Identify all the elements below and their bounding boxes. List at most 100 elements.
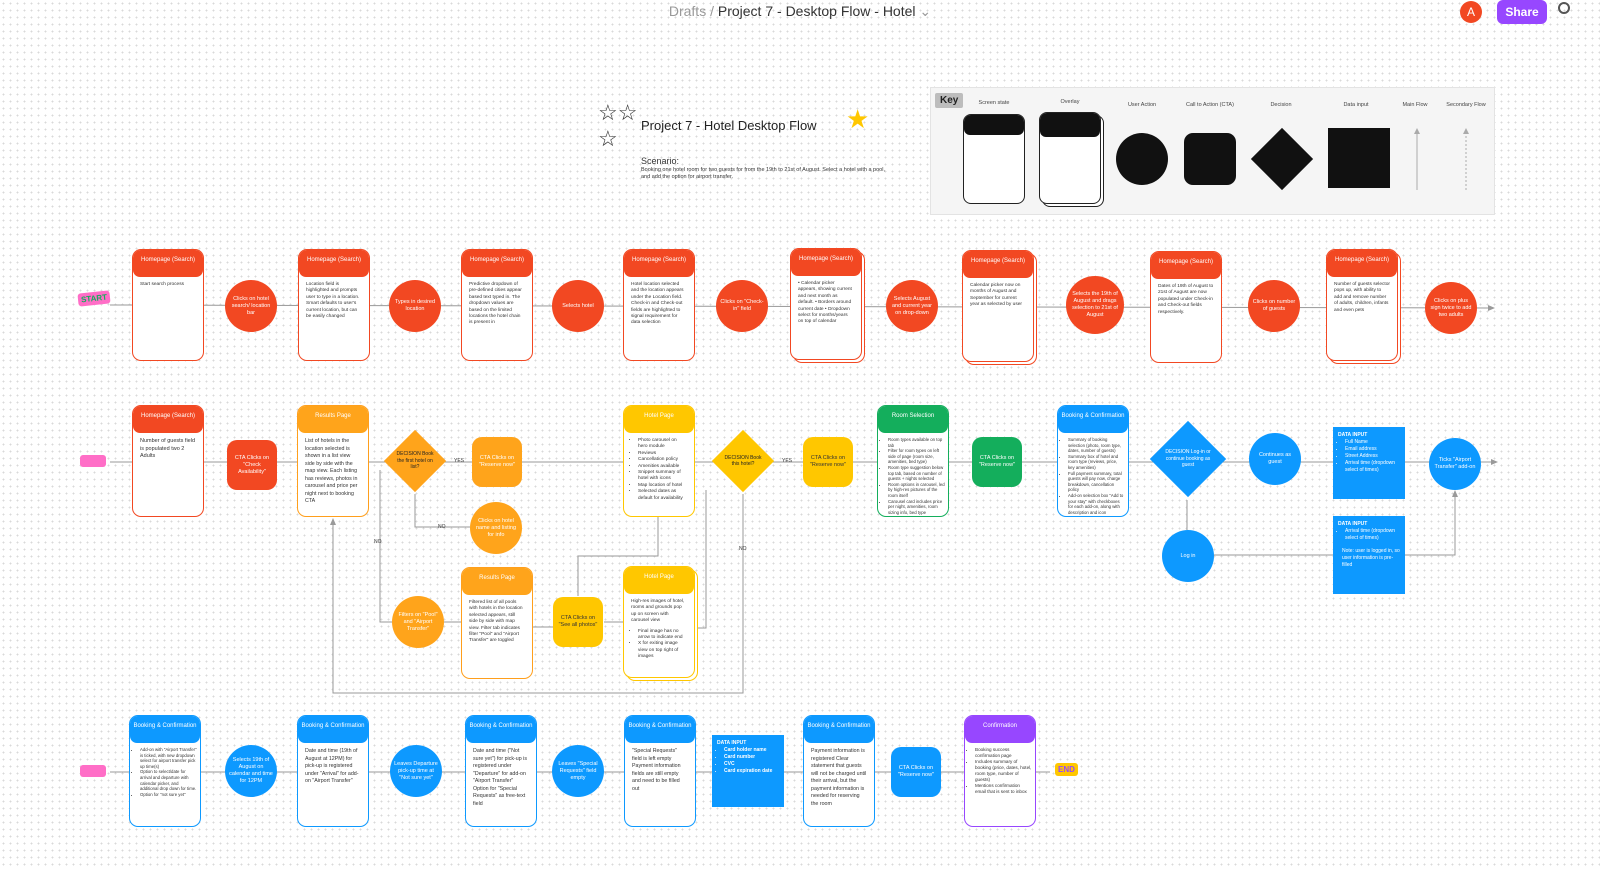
action-leave-special-requests-empty[interactable]: Leaves "Special Requests" field empty xyxy=(552,745,604,797)
overlay-calendar-august[interactable]: Homepage (Search)Calendar picker now on … xyxy=(962,250,1034,362)
end-marker: END xyxy=(1055,763,1078,776)
key-data-input-shape xyxy=(1328,128,1390,188)
action-leave-departure-not-sure[interactable]: Leaves Departure pick-up time at "Not su… xyxy=(390,745,442,797)
list-item: Full Name xyxy=(1345,439,1400,446)
cta-reserve-now[interactable]: CTA Clicks on "Reserve now" xyxy=(803,437,853,487)
list-item: Full payment summary, total guests will … xyxy=(1068,471,1125,493)
label-no: NO xyxy=(739,546,747,552)
list-item: Map location of hotel xyxy=(638,483,687,489)
file-name[interactable]: Project 7 - Desktop Flow - Hotel xyxy=(717,3,916,19)
action-click-guests[interactable]: Clicks on number of guests xyxy=(1248,280,1300,332)
breadcrumb-separator: / xyxy=(710,3,714,19)
screen-booking-confirmation[interactable]: Booking & ConfirmationSummary of booking… xyxy=(1057,405,1129,517)
top-bar: Drafts / Project 7 - Desktop Flow - Hote… xyxy=(0,0,1600,26)
key-overlay-shape xyxy=(1039,112,1101,204)
list-item: Card number xyxy=(724,754,779,761)
decision-book-this-hotel[interactable]: DECISION Book this hotel? xyxy=(711,429,775,493)
share-button[interactable]: Share xyxy=(1497,0,1547,24)
action-filter-pool-transfer[interactable]: Filters on "Pool" and "Airport Transfer" xyxy=(392,596,444,648)
action-type-location[interactable]: Types in desired location xyxy=(389,280,441,332)
label-no: NO xyxy=(374,539,382,545)
chevron-down-icon[interactable]: ⌄ xyxy=(919,3,932,19)
star-icon: ★ xyxy=(846,104,870,134)
decision-login-or-guest[interactable]: DECISION Log-in or continue booking as g… xyxy=(1149,420,1227,498)
list-item: Selected dates as default for availabili… xyxy=(638,489,687,502)
key-label-screen-state: Screen state xyxy=(978,100,1010,106)
action-select-august[interactable]: Selects August and current year on drop-… xyxy=(886,280,938,332)
action-continue-as-guest[interactable]: Continues as guest xyxy=(1249,433,1301,485)
list-item: Option to select/date for arrival and de… xyxy=(140,769,197,791)
list-item: X for exiting image view on top right of… xyxy=(638,641,687,660)
list-item: Summary box of hotel and room type (revi… xyxy=(1068,454,1125,471)
screen-homepage-search[interactable]: Homepage (Search)Location field is highl… xyxy=(298,249,370,361)
screen-booking-confirmation[interactable]: Booking & ConfirmationAdd-on with "Airpo… xyxy=(129,715,201,827)
screen-homepage-search[interactable]: Homepage (Search)Number of guests field … xyxy=(132,405,204,517)
action-select-hotel[interactable]: Selects hotel xyxy=(552,280,604,332)
action-add-two-adults[interactable]: Clicks on plus sign twice to add two adu… xyxy=(1425,282,1477,334)
screen-homepage-search[interactable]: Homepage (Search)Predictive dropdown of … xyxy=(461,249,533,361)
search-icon[interactable] xyxy=(1558,2,1570,14)
action-select-arrival-date[interactable]: Selects 19th of August on calendar and t… xyxy=(225,745,277,797)
key-label-secondary-flow: Secondary Flow xyxy=(1446,102,1486,108)
list-item: Filter for room types on left side of pa… xyxy=(888,448,945,465)
list-item: CVC xyxy=(724,761,779,768)
list-item: Amenities available xyxy=(638,464,687,470)
data-input-card-details[interactable]: DATA INPUTCard holder nameCard numberCVC… xyxy=(712,735,784,807)
list-item: Includes summary of booking (price, date… xyxy=(975,759,1032,783)
list-item: Card holder name xyxy=(724,747,779,754)
overlay-guest-selector[interactable]: Homepage (Search)Number of guests select… xyxy=(1326,249,1398,361)
key-user-action-shape xyxy=(1116,133,1168,185)
cta-reserve-now[interactable]: CTA Clicks on "Reserve now" xyxy=(472,437,522,487)
action-click-check-in[interactable]: Clicks on "Check-in" field xyxy=(716,280,768,332)
scenario-text: Booking one hotel room for two guests fo… xyxy=(641,167,885,180)
label-yes: YES xyxy=(454,458,465,464)
breadcrumb-drafts[interactable]: Drafts xyxy=(668,3,707,19)
list-item: Reviews xyxy=(638,451,687,457)
screen-homepage-search[interactable]: Homepage (Search)Hotel location selected… xyxy=(623,249,695,361)
screen-homepage-search[interactable]: Homepage (Search)Start search process xyxy=(132,249,204,361)
list-item: Card expiration date xyxy=(724,768,779,775)
label-no: NO xyxy=(438,524,446,530)
screen-hotel-page[interactable]: Hotel PagePhoto carousel on hero moduleR… xyxy=(623,405,695,517)
action-log-in[interactable]: Log in xyxy=(1162,530,1214,582)
key-cta-shape xyxy=(1184,133,1236,185)
key-screen-state-shape xyxy=(963,114,1025,204)
key-label-user-action: User Action xyxy=(1127,102,1157,108)
list-item: Final image has no arrow to indicate end xyxy=(638,629,687,642)
screen-room-selection[interactable]: Room SelectionRoom types available on to… xyxy=(877,405,949,517)
list-item: Street Address xyxy=(1345,453,1400,460)
avatar[interactable]: A xyxy=(1460,1,1482,23)
overlay-calendar-picker[interactable]: Homepage (Search)• Calendar picker appea… xyxy=(790,248,862,360)
action-select-dates[interactable]: Selects the 19th of August and drags sel… xyxy=(1066,276,1124,334)
screen-booking-confirmation[interactable]: Booking & Confirmation"Special Requests"… xyxy=(624,715,696,827)
list-item: Option for "not sure yet" xyxy=(140,792,197,798)
action-click-hotel-name[interactable]: Clicks on hotel name and listing for inf… xyxy=(470,502,522,554)
start-flag-icon xyxy=(80,455,106,467)
key-decision-shape xyxy=(1250,127,1314,191)
list-item: Cancellation policy xyxy=(638,457,687,463)
data-input-arrival-time[interactable]: DATA INPUTArrival time (dropdown select … xyxy=(1333,516,1405,594)
screen-homepage-search[interactable]: Homepage (Search)Dates of 19th of August… xyxy=(1150,251,1222,363)
cta-check-availability[interactable]: CTA Clicks on "Check Availability" xyxy=(227,440,277,490)
key-label-data-input: Data input xyxy=(1343,102,1369,108)
key-label-main-flow: Main Flow xyxy=(1402,102,1428,108)
cta-reserve-now[interactable]: CTA Clicks on "Reserve now" xyxy=(891,747,941,797)
action-click-location-bar[interactable]: Clicks on hotel search/ location bar xyxy=(225,280,277,332)
breadcrumb: Drafts / Project 7 - Desktop Flow - Hote… xyxy=(0,3,1600,20)
list-item: Add-on with "Airport Transfer" is ticked… xyxy=(140,747,197,769)
decision-book-first-hotel[interactable]: DECISION Book the first hotel on list? xyxy=(383,429,447,493)
data-input-guest-details[interactable]: DATA INPUTFull NameEmail addressStreet A… xyxy=(1333,427,1405,499)
cta-see-all-photos[interactable]: CTA Clicks on "See all photos" xyxy=(553,597,603,647)
list-item: Room type suggestion below top tab, base… xyxy=(888,465,945,482)
screen-confirmation[interactable]: ConfirmationBooking success confirmation… xyxy=(964,715,1036,827)
cta-reserve-now[interactable]: CTA Clicks on "Reserve now" xyxy=(972,437,1022,487)
key-title: Key xyxy=(935,93,964,108)
action-tick-airport-transfer[interactable]: Ticks "Airport Transfer" add-on xyxy=(1429,438,1481,490)
key-label-cta: Call to Action (CTA) xyxy=(1186,102,1234,108)
